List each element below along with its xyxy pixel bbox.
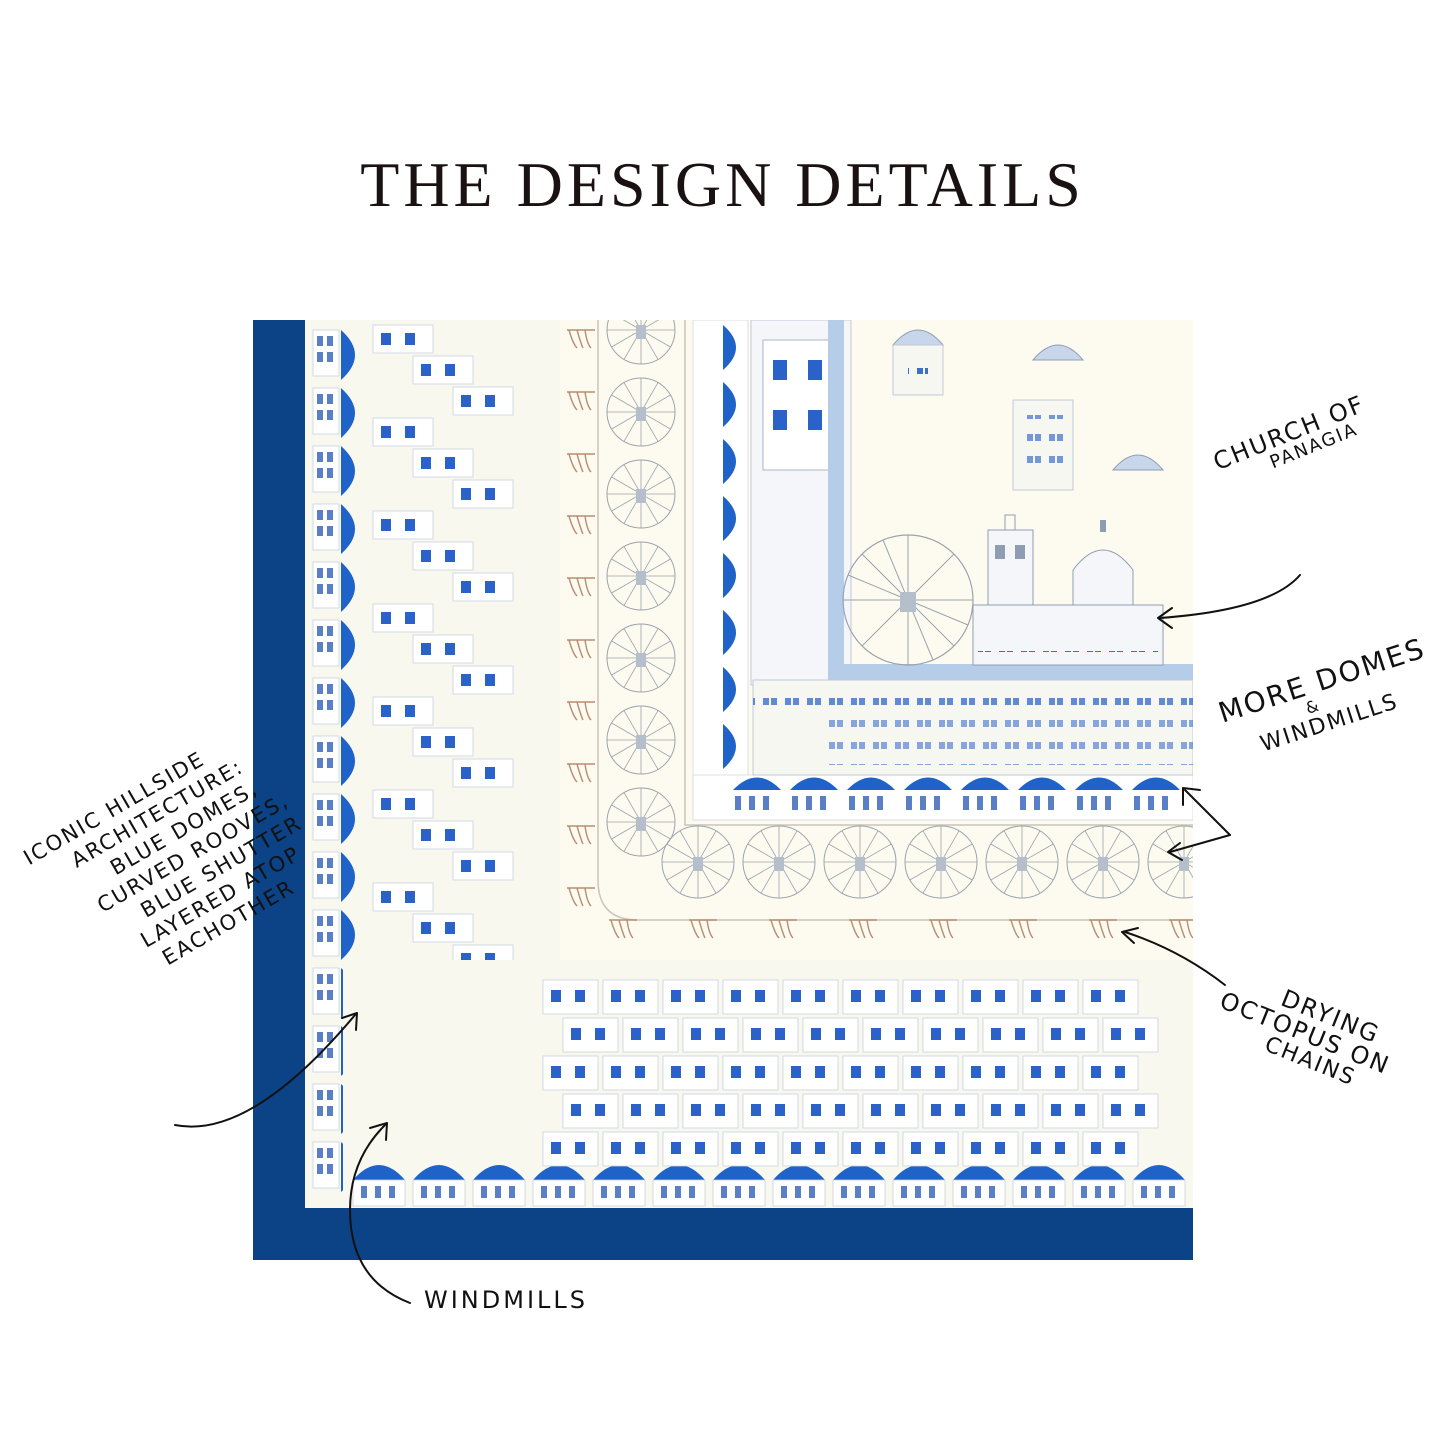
dome-icon	[1018, 777, 1066, 790]
dome-icon	[733, 777, 781, 790]
windmill-icon	[606, 787, 676, 857]
dome-icon	[341, 852, 355, 902]
bottom-house-strip	[343, 960, 1193, 1208]
octopus-icon	[567, 825, 595, 845]
dome-icon	[773, 1165, 825, 1180]
dome-icon	[341, 736, 355, 786]
windmill-icon	[1066, 825, 1140, 899]
dome-icon	[341, 446, 355, 496]
windmill-icon	[661, 825, 735, 899]
dome-icon	[341, 562, 355, 612]
windmill-icon	[904, 825, 978, 899]
dome-icon	[847, 777, 895, 790]
dome-icon	[473, 1165, 525, 1180]
dome-icon	[341, 678, 355, 728]
dome-icon	[341, 794, 355, 844]
dome-icon	[713, 1165, 765, 1180]
windmill-icon	[606, 377, 676, 447]
dome-icon	[341, 620, 355, 670]
windmill-icon	[742, 825, 816, 899]
navy-border-bottom	[253, 1208, 1193, 1260]
inner-dome-strip	[692, 320, 1193, 821]
dome-icon	[723, 553, 736, 598]
octopus-icon	[567, 577, 595, 597]
octopus-icon	[567, 701, 595, 721]
windmill-icon	[606, 320, 676, 365]
octopus-icon	[609, 919, 637, 939]
dome-icon	[653, 1165, 705, 1180]
dome-icon	[1073, 1165, 1125, 1180]
dome-icon	[723, 496, 736, 541]
dome-icon	[723, 382, 736, 427]
dome-icon	[1132, 777, 1180, 790]
windmill-icon	[606, 541, 676, 611]
windmill-icon	[823, 825, 897, 899]
dome-icon	[593, 1165, 645, 1180]
octopus-icon	[1009, 919, 1037, 939]
dome-icon	[1133, 1165, 1185, 1180]
dome-icon	[341, 388, 355, 438]
dome-icon	[723, 325, 736, 370]
octopus-icon	[689, 919, 717, 939]
octopus-icon	[567, 391, 595, 411]
annotation-octopus: DRYING OCTOPUS ON CHAINS	[1207, 965, 1402, 1101]
windmill-icon	[842, 534, 974, 666]
dome-icon	[1075, 777, 1123, 790]
dome-icon	[1013, 1165, 1065, 1180]
dome-icon	[723, 724, 736, 769]
octopus-icon	[567, 887, 595, 907]
dome-icon	[790, 777, 838, 790]
dome-icon	[341, 504, 355, 554]
octopus-row	[609, 919, 1193, 939]
dome-icon	[723, 610, 736, 655]
page-title: THE DESIGN DETAILS	[360, 149, 1085, 220]
annotation-windmills: WINDMILLS	[424, 1286, 589, 1314]
octopus-icon	[567, 639, 595, 659]
annotation-domes: MORE DOMES & WINDMILLS	[1214, 632, 1441, 765]
octopus-icon	[567, 453, 595, 473]
dome-icon	[893, 1165, 945, 1180]
octopus-icon	[567, 763, 595, 783]
octopus-icon	[769, 919, 797, 939]
scarf-design-illustration	[253, 320, 1193, 1260]
octopus-icon	[1089, 919, 1117, 939]
octopus-icon	[567, 329, 595, 349]
dome-icon	[723, 667, 736, 712]
windmill-icon	[985, 825, 1059, 899]
windmill-icon	[606, 705, 676, 775]
dome-icon	[833, 1165, 885, 1180]
dome-icon	[341, 330, 355, 380]
octopus-column	[567, 329, 595, 907]
church-icon	[972, 514, 1164, 666]
windmill-icon	[606, 459, 676, 529]
windmill-icon	[606, 623, 676, 693]
dome-icon	[961, 777, 1009, 790]
windmill-column	[606, 320, 676, 857]
annotation-church: CHURCH OF PANAGIA	[1209, 390, 1376, 493]
dome-icon	[533, 1165, 585, 1180]
dome-icon	[413, 1165, 465, 1180]
octopus-icon	[567, 515, 595, 535]
dome-icon	[723, 439, 736, 484]
octopus-icon	[849, 919, 877, 939]
dome-icon	[341, 910, 355, 960]
dome-icon	[953, 1165, 1005, 1180]
octopus-icon	[929, 919, 957, 939]
dome-icon	[904, 777, 952, 790]
